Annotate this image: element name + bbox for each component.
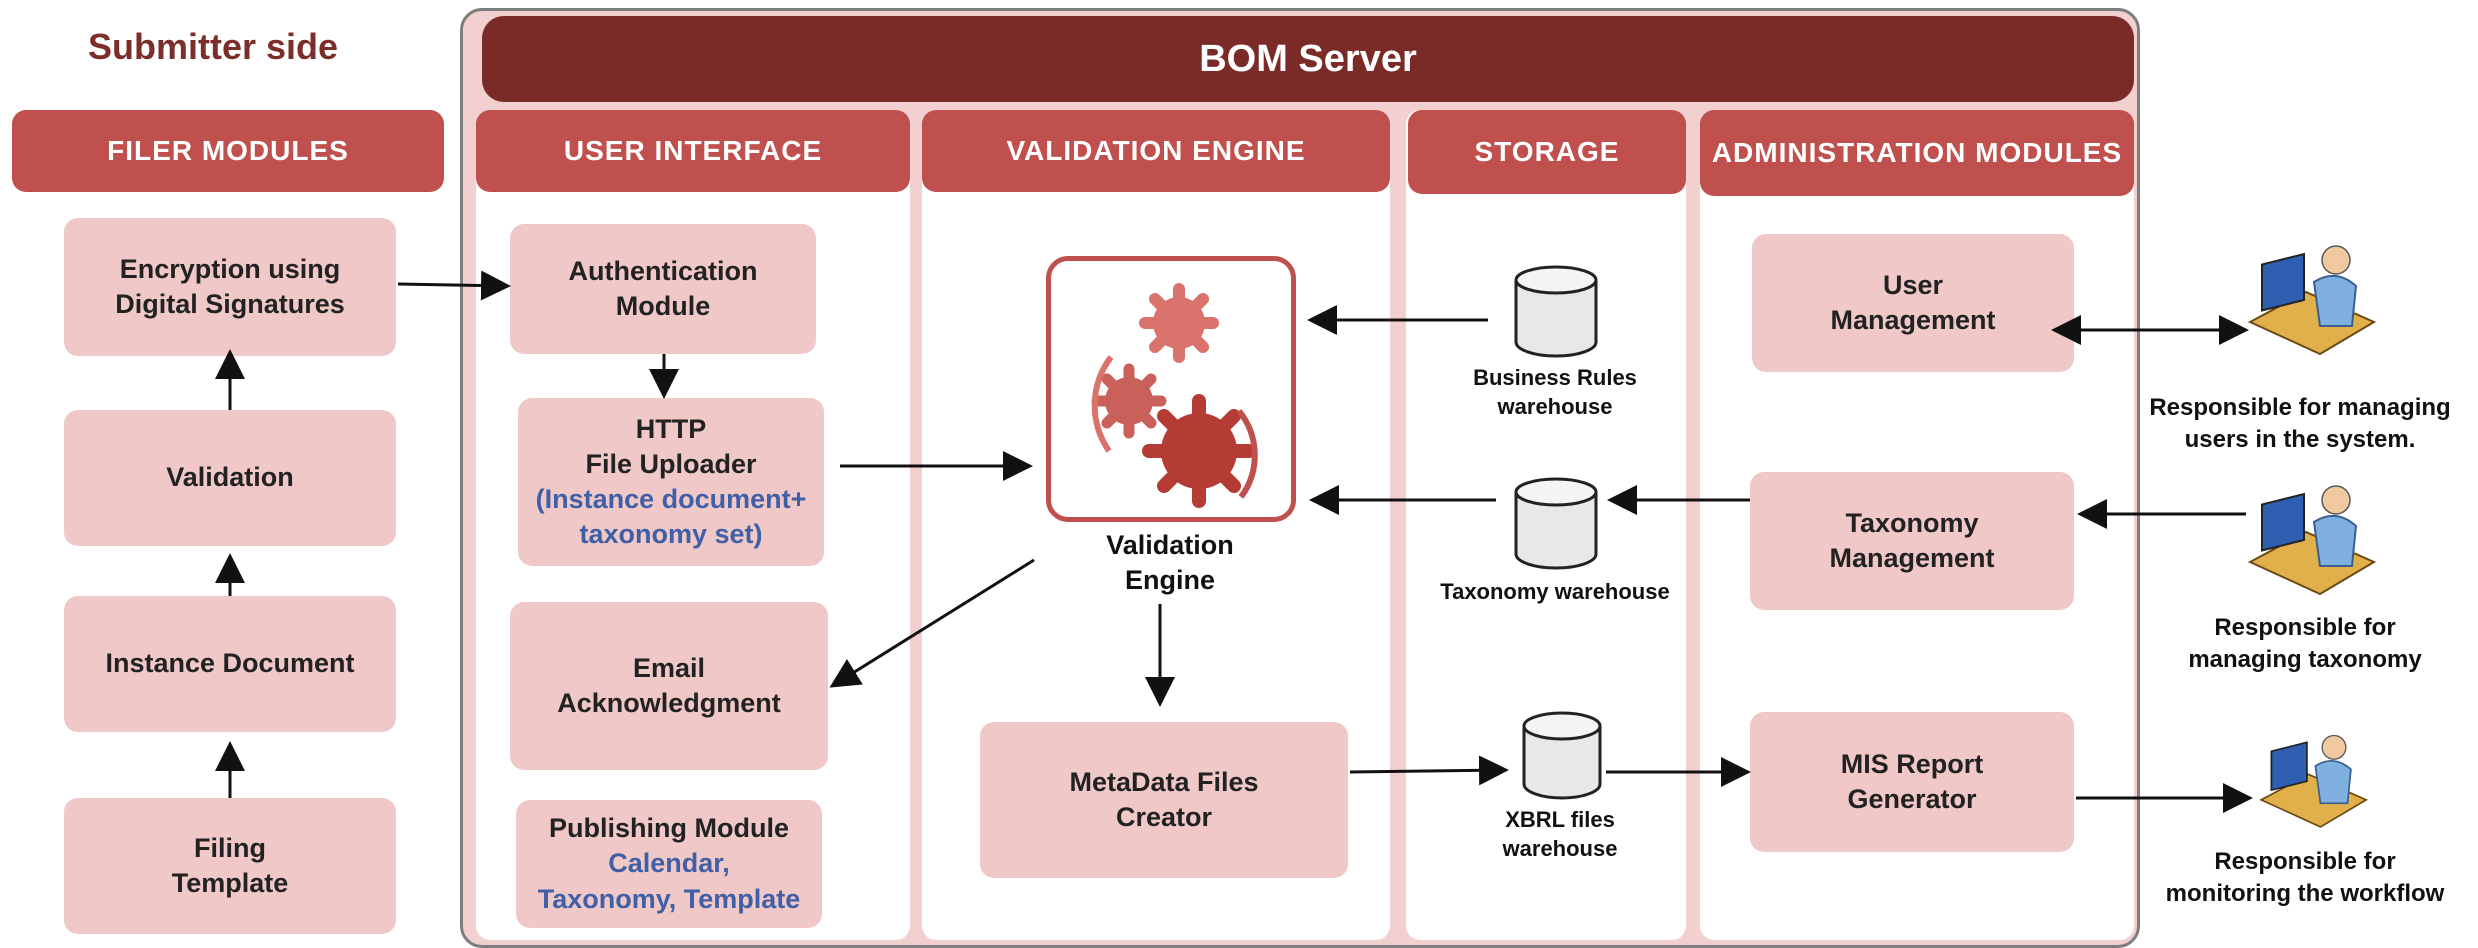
validation-box: Validation bbox=[64, 410, 396, 546]
http-note-line-2: taxonomy set) bbox=[579, 519, 763, 550]
taxonomy-warehouse-label: Taxonomy warehouse bbox=[1440, 579, 1670, 604]
business-rules-warehouse-label: Business Rules warehouse bbox=[1440, 364, 1670, 421]
email-line-2: Acknowledgment bbox=[557, 688, 781, 718]
engine-label-line-2: Engine bbox=[1124, 565, 1215, 596]
submitter-side-title: Submitter side bbox=[88, 26, 339, 67]
role-users-note: Responsible for managing users in the sy… bbox=[2130, 392, 2470, 457]
http-file-uploader-box: HTTP File Uploader (Instance document+ t… bbox=[518, 398, 824, 566]
person-at-computer-icon bbox=[2259, 734, 2368, 828]
xbrl-line-1: XBRL files bbox=[1505, 807, 1615, 832]
validation-engine-label: Validation Engine bbox=[1070, 528, 1270, 598]
role-workflow-line-2: monitoring the workflow bbox=[2165, 880, 2445, 908]
authentication-module-box: Authentication Module bbox=[510, 224, 816, 354]
auth-line-1: Authentication bbox=[568, 255, 758, 286]
user-mgmt-line-2: Management bbox=[1830, 305, 1996, 335]
publishing-module-box: Publishing Module Calendar, Taxonomy, Te… bbox=[516, 800, 822, 928]
encryption-line-2: Digital Signatures bbox=[115, 289, 345, 319]
database-icon bbox=[1514, 477, 1598, 570]
email-acknowledgment-box: Email Acknowledgment bbox=[510, 602, 828, 770]
database-icon bbox=[1522, 711, 1602, 800]
person-at-computer-icon bbox=[2247, 485, 2377, 596]
filing-template-box: Filing Template bbox=[64, 798, 396, 934]
header-administration-modules: ADMINISTRATION MODULES bbox=[1700, 110, 2134, 196]
user-management-box: User Management bbox=[1752, 234, 2074, 372]
person-at-computer-icon bbox=[2247, 245, 2377, 356]
role-users-line-2: users in the system. bbox=[2184, 426, 2416, 454]
role-workflow-note: Responsible for monitoring the workflow bbox=[2140, 846, 2470, 911]
email-line-1: Email bbox=[632, 652, 706, 683]
mis-line-1: MIS Report bbox=[1840, 748, 1984, 779]
arrow-encryption-to-auth bbox=[397, 270, 511, 301]
rules-line-1: Business Rules bbox=[1473, 365, 1637, 390]
user-mgmt-line-1: User bbox=[1882, 269, 1944, 300]
arrow-metadata-to-xbrl bbox=[1349, 755, 1509, 786]
engine-label-line-1: Validation bbox=[1106, 530, 1234, 560]
mis-line-2: Generator bbox=[1847, 784, 1977, 814]
gears-icon bbox=[1091, 283, 1258, 508]
xbrl-files-warehouse-label: XBRL files warehouse bbox=[1450, 806, 1670, 863]
role-users-line-1: Responsible for managing bbox=[2149, 394, 2451, 421]
metadata-line-2: Creator bbox=[1115, 802, 1213, 832]
encryption-line-1: Encryption using bbox=[119, 253, 341, 284]
instance-document-label: Instance Document bbox=[105, 648, 355, 679]
validation-engine-card bbox=[1046, 256, 1296, 522]
encryption-box: Encryption using Digital Signatures bbox=[64, 218, 396, 356]
role-taxonomy-line-1: Responsible for bbox=[2214, 614, 2396, 641]
header-validation-engine: VALIDATION ENGINE bbox=[922, 110, 1390, 192]
bom-server-title: BOM Server bbox=[482, 16, 2134, 102]
arrow-engine-to-email bbox=[829, 558, 1035, 688]
validation-label: Validation bbox=[166, 462, 294, 493]
filing-template-line-1: Filing bbox=[194, 832, 266, 863]
tax-mgmt-line-2: Management bbox=[1829, 543, 1995, 573]
http-line-2: File Uploader bbox=[585, 448, 757, 479]
role-workflow-line-1: Responsible for bbox=[2214, 848, 2396, 875]
http-note-line-1: (Instance document+ bbox=[535, 484, 807, 514]
metadata-files-creator-box: MetaData Files Creator bbox=[980, 722, 1348, 878]
xbrl-line-2: warehouse bbox=[1502, 835, 1618, 861]
role-taxonomy-line-2: managing taxonomy bbox=[2188, 646, 2422, 674]
instance-document-box: Instance Document bbox=[64, 596, 396, 732]
filing-template-line-2: Template bbox=[171, 868, 289, 898]
database-icon bbox=[1514, 265, 1598, 358]
auth-line-2: Module bbox=[615, 291, 711, 321]
publishing-label: Publishing Module bbox=[549, 813, 789, 844]
publishing-note-line-2: Taxonomy, Template bbox=[537, 883, 801, 914]
header-user-interface: USER INTERFACE bbox=[476, 110, 910, 192]
http-line-1: HTTP bbox=[635, 413, 707, 444]
taxonomy-management-box: Taxonomy Management bbox=[1750, 472, 2074, 610]
tax-mgmt-line-1: Taxonomy bbox=[1845, 507, 1979, 538]
role-taxonomy-note: Responsible for managing taxonomy bbox=[2150, 612, 2460, 677]
header-filer-modules: FILER MODULES bbox=[12, 110, 444, 192]
rules-line-2: warehouse bbox=[1497, 393, 1613, 419]
header-storage: STORAGE bbox=[1408, 110, 1686, 194]
metadata-line-1: MetaData Files bbox=[1069, 766, 1259, 797]
publishing-note-line-1: Calendar, bbox=[608, 848, 730, 879]
mis-report-generator-box: MIS Report Generator bbox=[1750, 712, 2074, 852]
